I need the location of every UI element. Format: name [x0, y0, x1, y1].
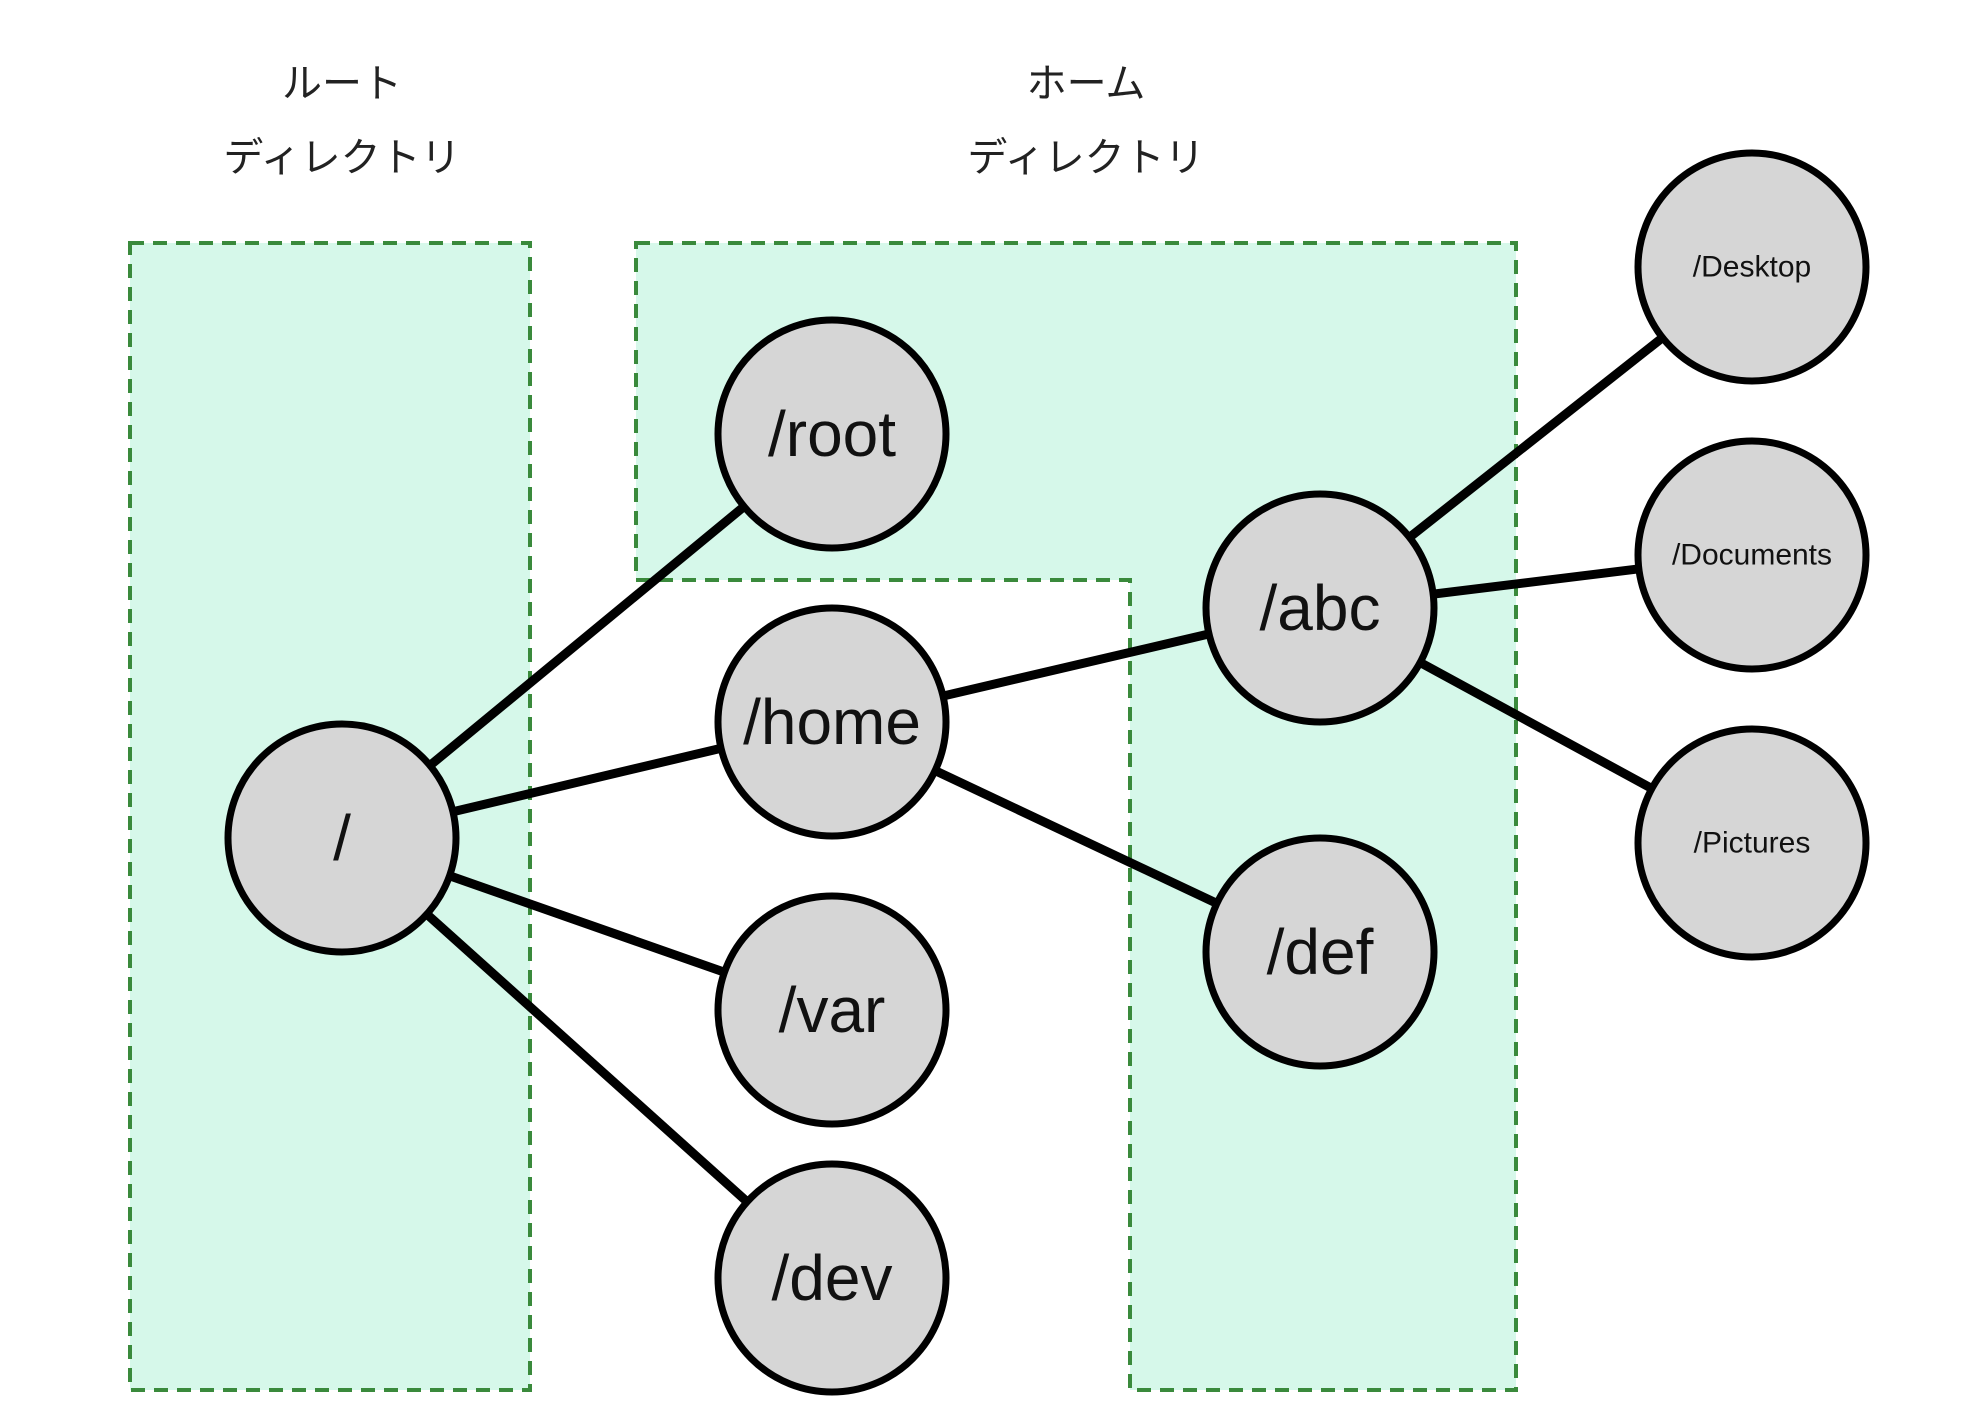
- node-dev-circle[interactable]: [714, 1160, 950, 1396]
- node-desktop-label: /Desktop: [1693, 251, 1811, 284]
- node-home-label: /home: [743, 686, 921, 758]
- node-desktop-circle[interactable]: [1634, 149, 1870, 385]
- node-root-home-circle[interactable]: [714, 316, 950, 552]
- node-abc-label: /abc: [1260, 572, 1381, 644]
- node-root-home[interactable]: /root: [714, 316, 950, 552]
- node-var-circle[interactable]: [714, 892, 950, 1128]
- node-pictures-circle[interactable]: [1634, 725, 1870, 961]
- node-pictures-label: /Pictures: [1694, 827, 1811, 860]
- root-directory-heading: ルート ディレクトリ: [223, 61, 460, 181]
- node-def-circle[interactable]: [1202, 834, 1438, 1070]
- node-dev-label: /dev: [772, 1242, 893, 1314]
- node-abc-circle[interactable]: [1202, 490, 1438, 726]
- node-dev[interactable]: /dev: [714, 1160, 950, 1396]
- node-var-label: /var: [779, 974, 886, 1046]
- node-root-circle[interactable]: [224, 720, 460, 956]
- node-abc[interactable]: /abc: [1202, 490, 1438, 726]
- node-layer: / /root /home /var /dev /abc /def /Desk: [224, 149, 1870, 1396]
- home-directory-heading: ホーム ディレクトリ: [967, 61, 1204, 181]
- node-var[interactable]: /var: [714, 892, 950, 1128]
- node-def-label: /def: [1267, 916, 1374, 988]
- node-def[interactable]: /def: [1202, 834, 1438, 1070]
- node-pictures[interactable]: /Pictures: [1634, 725, 1870, 961]
- node-documents-label: /Documents: [1672, 539, 1832, 572]
- node-home[interactable]: /home: [714, 604, 950, 840]
- node-root-label: /: [333, 802, 351, 874]
- node-home-circle[interactable]: [714, 604, 950, 840]
- home-directory-heading-line2: ディレクトリ: [967, 135, 1204, 181]
- home-directory-heading-line1: ホーム: [1027, 61, 1146, 107]
- node-desktop[interactable]: /Desktop: [1634, 149, 1870, 385]
- node-documents-circle[interactable]: [1634, 437, 1870, 673]
- node-documents[interactable]: /Documents: [1634, 437, 1870, 673]
- root-directory-heading-line2: ディレクトリ: [223, 135, 460, 181]
- node-root-home-label: /root: [768, 398, 896, 470]
- root-directory-heading-line1: ルート: [282, 61, 402, 107]
- node-root[interactable]: /: [224, 720, 460, 956]
